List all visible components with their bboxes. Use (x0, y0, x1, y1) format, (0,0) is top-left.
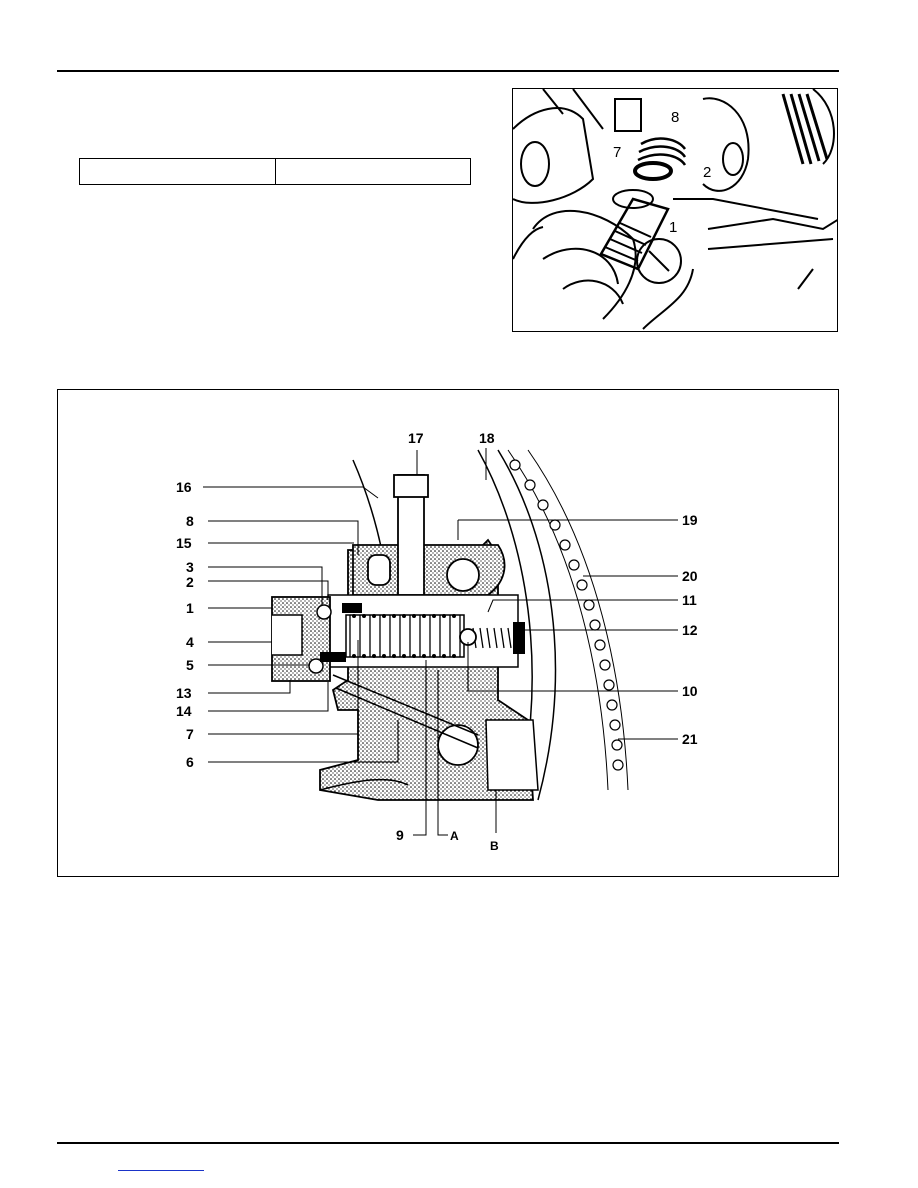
header-rule (57, 70, 839, 72)
photo-figure: 8 7 2 1 (512, 88, 838, 332)
label-4: 4 (186, 634, 194, 650)
label-14: 14 (176, 703, 192, 719)
footer-link[interactable] (118, 1170, 204, 1171)
spec-table (79, 158, 471, 185)
photo-label-8: 8 (671, 109, 679, 126)
label-20: 20 (682, 568, 698, 584)
label-19: 19 (682, 512, 698, 528)
photo-illustration (513, 89, 837, 330)
label-5: 5 (186, 657, 194, 673)
label-11: 11 (682, 592, 697, 608)
label-15: 15 (176, 535, 192, 551)
cross-section-labels: 16 8 15 3 2 1 4 5 13 14 7 6 17 18 19 20 … (176, 430, 698, 853)
label-1: 1 (186, 600, 194, 616)
spec-cell-right (274, 159, 471, 184)
label-A: A (450, 829, 459, 843)
spec-cell-left (80, 159, 275, 184)
label-16: 16 (176, 479, 192, 495)
label-17: 17 (408, 430, 424, 446)
photo-labels: 8 7 2 1 (613, 109, 711, 236)
label-10: 10 (682, 683, 698, 699)
label-8: 8 (186, 513, 194, 529)
footer-rule (57, 1142, 839, 1144)
label-3: 3 (186, 559, 194, 575)
label-B: B (490, 839, 499, 853)
cross-section-leaders (203, 448, 678, 836)
label-13: 13 (176, 685, 192, 701)
label-21: 21 (682, 731, 698, 747)
photo-label-2: 2 (703, 164, 711, 181)
photo-label-7: 7 (613, 144, 621, 161)
label-2: 2 (186, 574, 194, 590)
label-7: 7 (186, 726, 194, 742)
photo-label-1: 1 (669, 219, 677, 236)
label-9: 9 (396, 827, 404, 843)
label-6: 6 (186, 754, 194, 770)
label-12: 12 (682, 622, 698, 638)
cross-section-figure: 16 8 15 3 2 1 4 5 13 14 7 6 17 18 19 20 … (57, 389, 839, 877)
label-18: 18 (479, 430, 495, 446)
